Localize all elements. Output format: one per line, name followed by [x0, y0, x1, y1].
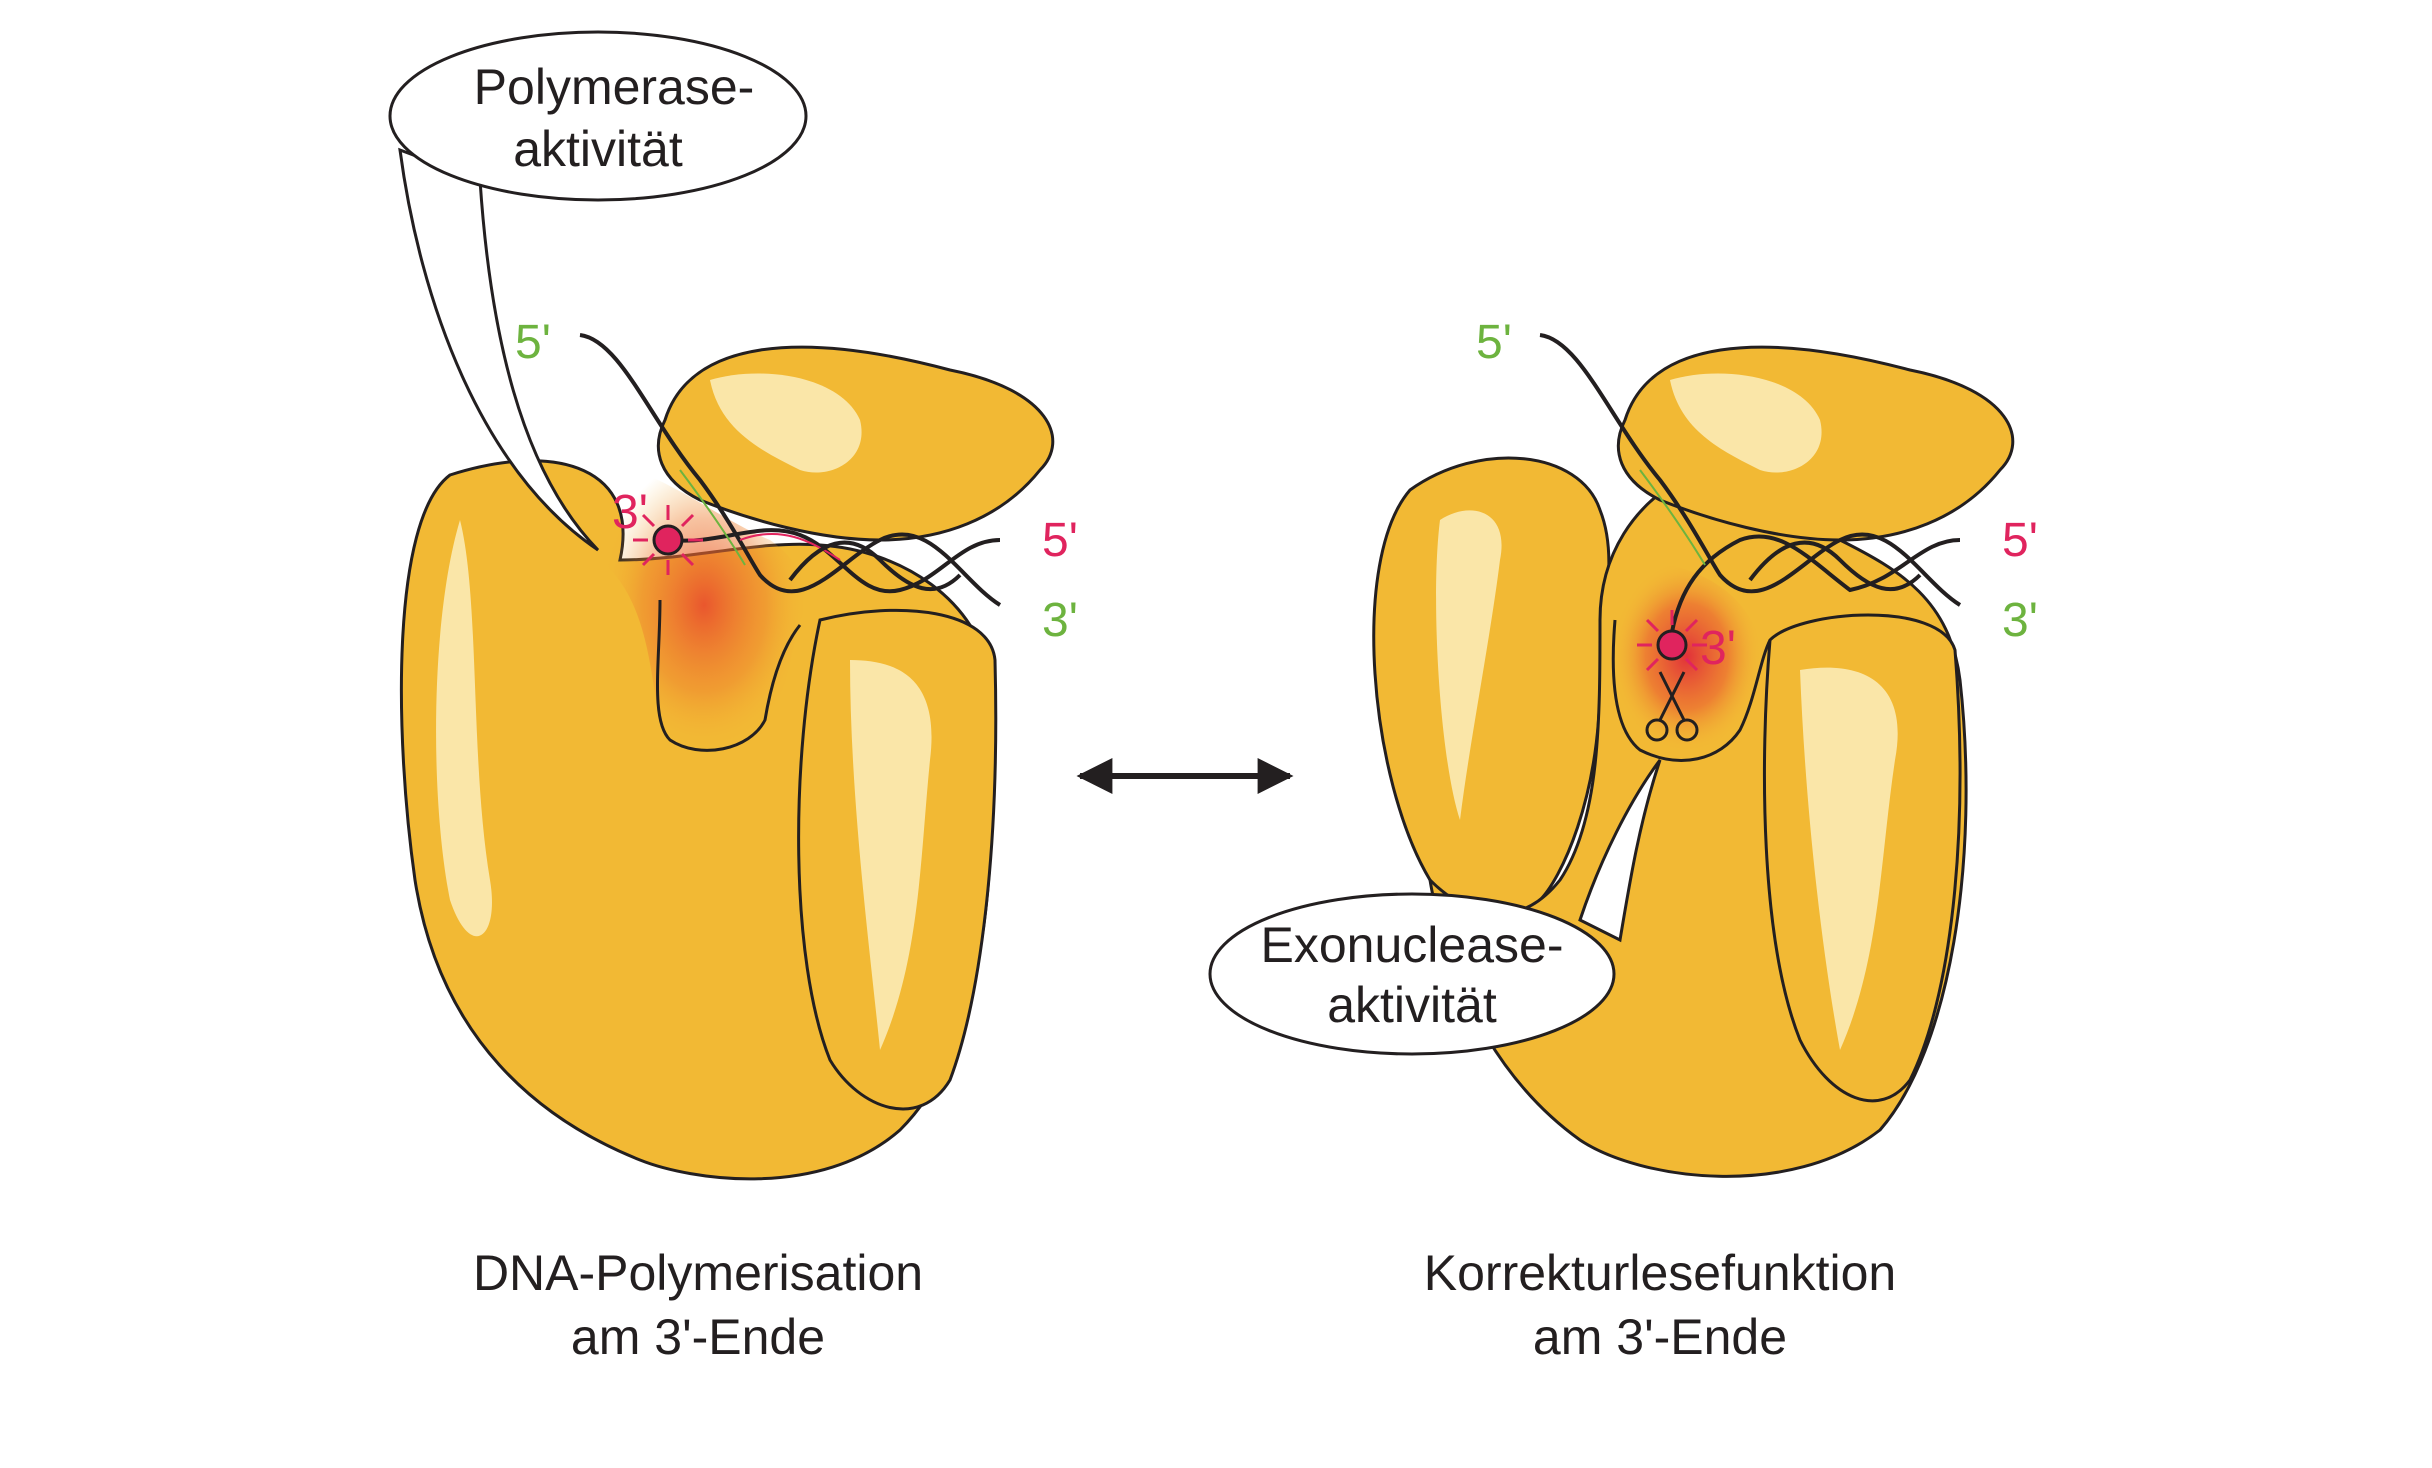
left-lobe-highlight: [850, 660, 932, 1050]
left-label-right-3: 3': [1042, 594, 1078, 647]
left-template-strand: [579, 333, 1002, 607]
left-caption-line2: am 3'-Ende: [571, 1309, 825, 1365]
left-label-top-5: 5': [515, 316, 551, 369]
left-label-right-5: 5': [1042, 514, 1078, 567]
right-label-right-5: 5': [2002, 514, 2038, 567]
right-helix-back: [1748, 540, 1922, 592]
exonuclease-bubble: Exonuclease- aktivität: [1208, 759, 1662, 1056]
polymerase-bubble-tail: [398, 147, 600, 552]
left-label-site-3: 3': [612, 486, 648, 539]
left-active-site: [633, 505, 703, 575]
right-caption-line1: Korrekturlesefunktion: [1424, 1245, 1896, 1301]
left-caption-line1: DNA-Polymerisation: [473, 1245, 923, 1301]
right-pocket-outline: [1611, 619, 1772, 762]
right-label-right-3: 3': [2002, 594, 2038, 647]
left-new-strand: [671, 528, 1001, 594]
scissors-icon: [1645, 671, 1699, 742]
polymerase-bubble-line1: Polymerase-: [474, 59, 755, 115]
exonuclease-bubble-line1: Exonuclease-: [1261, 917, 1564, 973]
right-polymerase: 5' 3' 5' 3' Exonuclease- aktivität Korre…: [1208, 316, 2038, 1365]
left-polymerase: 5' 3' 5' 3' Polymerase- aktivität DNA-Po…: [388, 30, 1078, 1365]
right-pocket-glow: [1611, 560, 1762, 753]
left-thumb-highlight: [710, 373, 862, 473]
polymerase-bubble: Polymerase- aktivität: [388, 30, 808, 552]
right-new-strand: [1670, 534, 1961, 633]
exonuclease-bubble-tail: [1578, 759, 1662, 943]
right-caption-line2: am 3'-Ende: [1533, 1309, 1787, 1365]
right-template-strand-color: [1639, 469, 1706, 566]
left-pocket: [600, 460, 809, 751]
polymerase-bubble-line2: aktivität: [513, 121, 683, 177]
right-active-site: [1637, 610, 1707, 672]
right-lobe-highlight: [1800, 667, 1898, 1050]
right-thumb-highlight: [1670, 373, 1822, 473]
left-helix-back: [788, 540, 962, 592]
left-pocket-outline: [656, 599, 802, 752]
right-left-lobe: [1372, 456, 1611, 924]
right-label-top-5: 5': [1476, 316, 1512, 369]
right-template-strand: [1539, 333, 1962, 607]
right-label-site-3: 3': [1700, 622, 1736, 675]
left-template-strand-color: [679, 469, 746, 566]
right-left-highlight: [1436, 510, 1502, 820]
exonuclease-bubble-line2: aktivität: [1327, 977, 1497, 1033]
left-body-highlight: [436, 520, 492, 937]
left-new-strand-color: [739, 532, 841, 561]
